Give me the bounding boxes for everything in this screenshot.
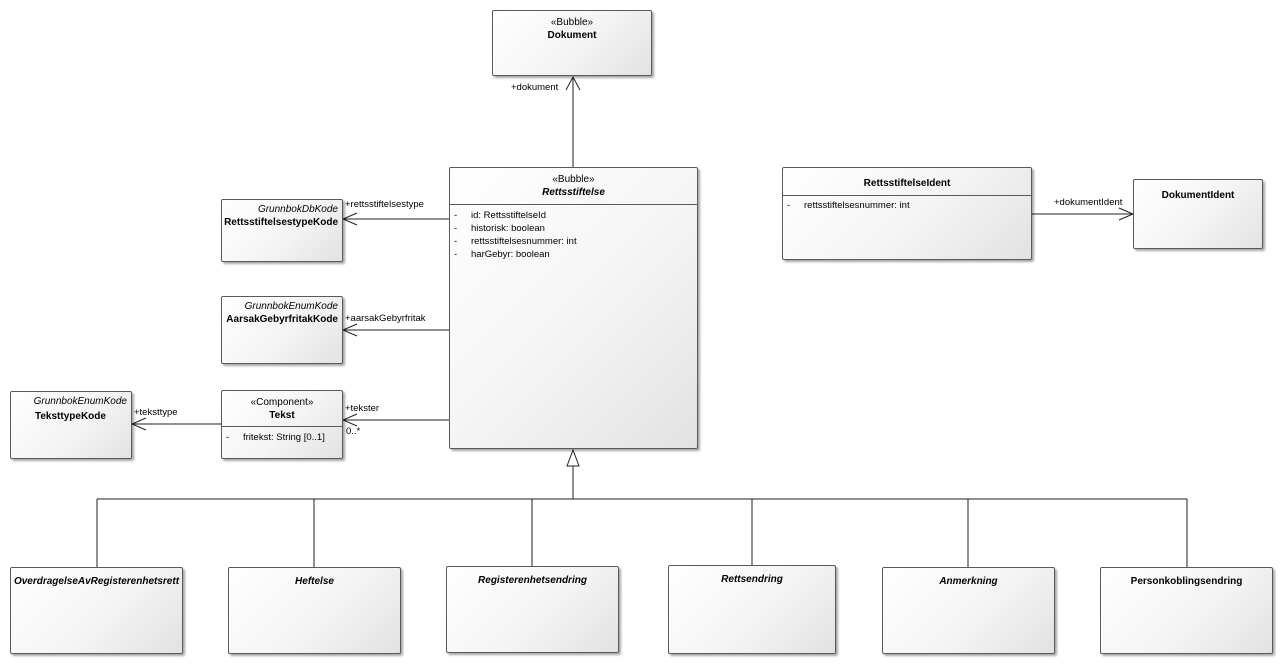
class-heftelse[interactable]: Heftelse: [228, 567, 401, 654]
class-name: Personkoblingsendring: [1130, 576, 1243, 587]
arrowhead-tekster: [341, 413, 358, 427]
role-label-dokument: +dokument: [511, 82, 559, 93]
attribute-list: - id: RettsstiftelseId - historisk: boolea…: [454, 209, 693, 261]
attribute-text: harGebyr: boolean: [471, 249, 550, 260]
attribute-text: rettsstiftelsesnummer: int: [804, 200, 910, 211]
arrowhead-dokument: [565, 75, 581, 91]
stereotype-label: «Component»: [250, 397, 314, 408]
visibility-marker: -: [454, 236, 458, 247]
attribute-text: rettsstiftelsesnummer: int: [471, 236, 577, 247]
class-name: RettsstiftelsestypeKode: [224, 217, 338, 228]
class-name: Rettsendring: [721, 574, 783, 585]
role-label-rettsstiftelsestype: +rettsstiftelsestype: [345, 199, 424, 210]
class-name: Anmerkning: [939, 576, 998, 587]
stereotype-label: «Bubble»: [552, 174, 595, 185]
compartment-divider: [783, 195, 1031, 196]
attribute-text: fritekst: String [0..1]: [243, 432, 325, 443]
class-name: RettsstiftelseIdent: [863, 178, 951, 189]
compartment-divider: [222, 426, 342, 427]
attribute-row: - fritekst: String [0..1]: [226, 431, 338, 444]
class-name: DokumentIdent: [1161, 190, 1235, 201]
class-teksttypekode[interactable]: GrunnbokEnumKode TeksttypeKode: [10, 391, 132, 459]
class-dokumentident[interactable]: DokumentIdent: [1133, 179, 1263, 249]
attribute-row: - rettsstiftelsesnummer: int: [454, 235, 693, 248]
class-rettsstiftelse[interactable]: «Bubble» Rettsstiftelse - id: Rettsstifte…: [449, 167, 698, 449]
generalization-triangle: [566, 448, 580, 467]
class-name: AarsakGebyrfritakKode: [226, 314, 338, 325]
class-tekst[interactable]: «Component» Tekst - fritekst: String [0..…: [221, 390, 343, 459]
attribute-list: - rettsstiftelsesnummer: int: [787, 199, 1027, 212]
multiplicity-label-tekster: 0..*: [346, 426, 361, 437]
stereotype-label: GrunnbokEnumKode: [244, 301, 338, 312]
class-registerenhetsendring[interactable]: Registerenhetsendring: [446, 566, 619, 653]
arrowhead-teksttype: [130, 417, 147, 431]
arrowhead-rettsstiftelsestype: [341, 212, 358, 226]
attribute-text: historisk: boolean: [471, 223, 545, 234]
class-aarsakgebyrfritakkode[interactable]: GrunnbokEnumKode AarsakGebyrfritakKode: [221, 296, 343, 364]
class-dokument[interactable]: «Bubble» Dokument: [492, 10, 652, 76]
role-label-dokumentident: +dokumentIdent: [1054, 197, 1123, 208]
class-name: Tekst: [269, 410, 295, 421]
visibility-marker: -: [454, 210, 458, 221]
role-label-aarsakgebyrfritak: +aarsakGebyrfritak: [345, 313, 426, 324]
attribute-row: - rettsstiftelsesnummer: int: [787, 199, 1027, 212]
attribute-list: - fritekst: String [0..1]: [226, 431, 338, 444]
stereotype-label: GrunnbokEnumKode: [33, 396, 127, 407]
class-personkoblingsendring[interactable]: Personkoblingsendring: [1100, 567, 1273, 654]
class-overdragelseavregisterenhetsrett[interactable]: OverdragelseAvRegisterenhetsrett: [10, 567, 183, 654]
attribute-row: - id: RettsstiftelseId: [454, 209, 693, 222]
class-rettsstiftelsestypekode[interactable]: GrunnbokDbKode RettsstiftelsestypeKode: [221, 199, 343, 262]
visibility-marker: -: [454, 249, 458, 260]
class-name: Rettsstiftelse: [542, 187, 605, 198]
visibility-marker: -: [787, 200, 791, 211]
compartment-divider: [450, 204, 697, 205]
class-anmerkning[interactable]: Anmerkning: [882, 567, 1055, 654]
role-label-tekster: +tekster: [345, 403, 380, 414]
stereotype-label: «Bubble»: [550, 17, 594, 28]
class-name: Dokument: [547, 30, 597, 41]
visibility-marker: -: [226, 432, 230, 443]
stereotype-label: GrunnbokDbKode: [257, 204, 338, 215]
arrowhead-aarsakgebyrfritak: [341, 323, 358, 337]
attribute-text: id: RettsstiftelseId: [471, 210, 546, 221]
class-name: TeksttypeKode: [35, 411, 106, 422]
role-label-teksttype: +teksttype: [134, 407, 178, 418]
class-name: Heftelse: [295, 576, 334, 587]
class-name: Registerenhetsendring: [478, 575, 587, 586]
attribute-row: - historisk: boolean: [454, 222, 693, 235]
class-name: OverdragelseAvRegisterenhetsrett: [13, 576, 180, 587]
attribute-row: - harGebyr: boolean: [454, 248, 693, 261]
class-rettsstiftelseident[interactable]: RettsstiftelseIdent - rettsstiftelsesnumm…: [782, 167, 1032, 260]
class-rettsendring[interactable]: Rettsendring: [668, 565, 836, 654]
visibility-marker: -: [454, 223, 458, 234]
